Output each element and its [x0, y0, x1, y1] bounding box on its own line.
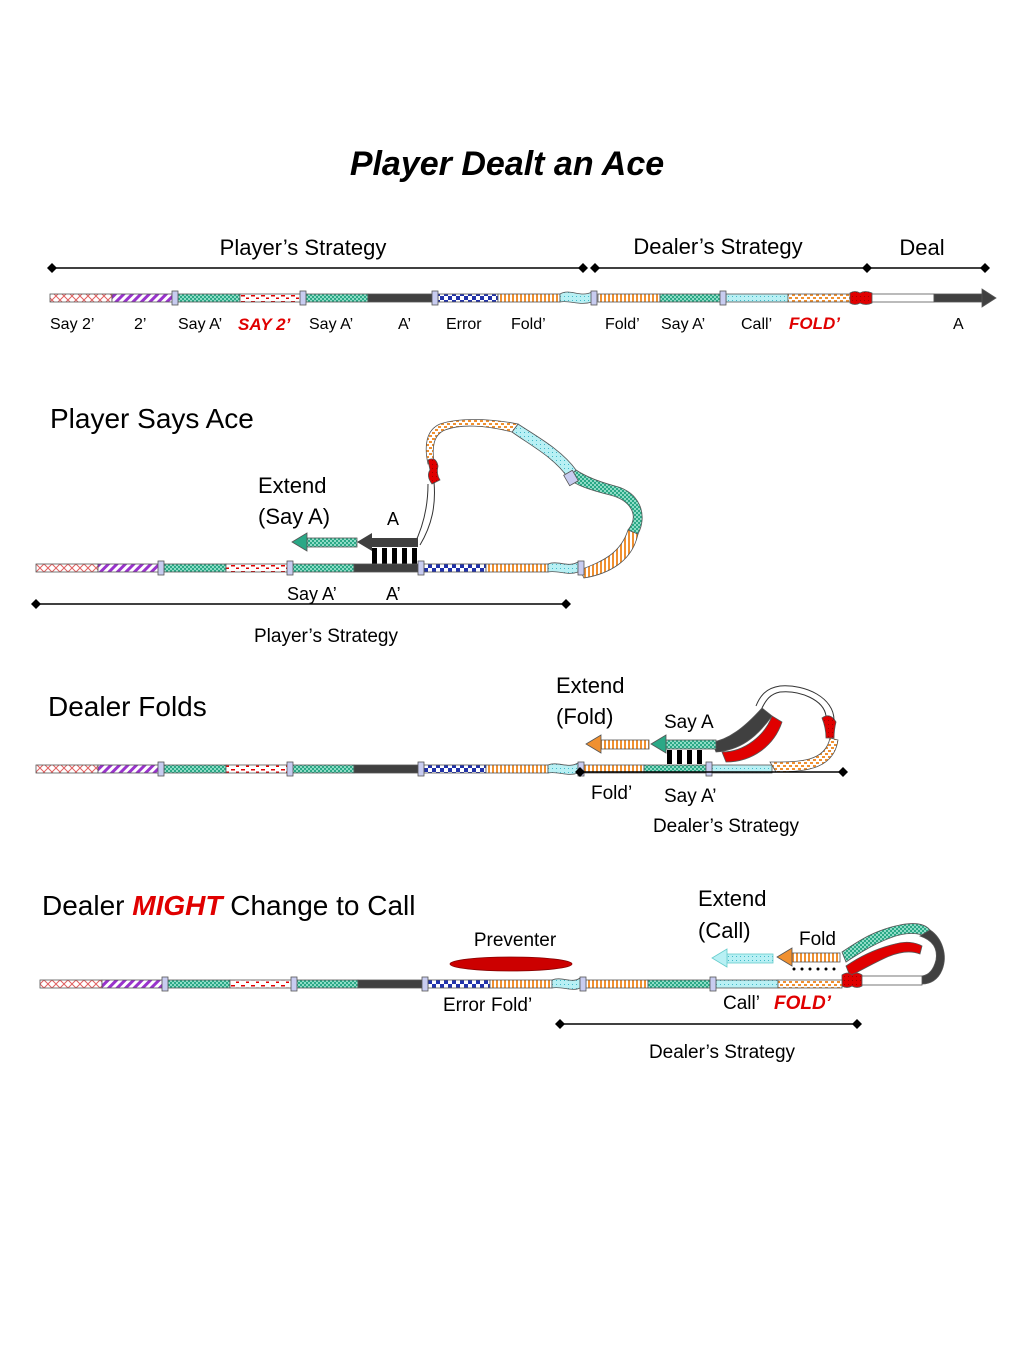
panel4-fold-top: Fold [799, 929, 836, 950]
arrow-head-icon [291, 532, 308, 552]
panel3-extend-2: (Fold) [556, 704, 613, 729]
bracket-dealer-strategy-3 [575, 767, 848, 777]
bracket-player-strategy: Player’s Strategy [47, 235, 588, 273]
dna-strand [49, 288, 997, 308]
dna-strand [35, 560, 585, 576]
panel2-strategy: Player’s Strategy [254, 626, 398, 647]
diamond-end-icon [47, 263, 57, 273]
panel4-heading-a: Dealer [42, 890, 132, 921]
arrow-head-icon [585, 734, 602, 754]
label-dealer-strategy: Dealer’s Strategy [633, 234, 802, 259]
dna-strand [35, 761, 773, 777]
dna-strand [39, 976, 843, 992]
label-fold-red: FOLD’ [789, 314, 840, 333]
panel4-strategy: Dealer’s Strategy [649, 1042, 796, 1063]
arrow-head-icon [981, 288, 997, 308]
panel-dealer-folds: Dealer Folds Extend (Fold) Say A [35, 673, 848, 837]
hairpin-loop [413, 419, 643, 579]
panel4-preventer: Preventer [474, 930, 557, 951]
diamond-end-icon [561, 599, 571, 609]
label-saya-2: Say A’ [309, 316, 353, 333]
panel3-strategy: Dealer’s Strategy [653, 816, 800, 837]
panel4-call: Call’ [723, 993, 760, 1014]
label-say2: Say 2’ [50, 316, 94, 333]
diamond-end-icon [838, 767, 848, 777]
label-2: 2’ [134, 316, 146, 333]
bracket-dealer-strategy: Dealer’s Strategy [590, 234, 872, 273]
panel3-saya: Say A’ [664, 786, 716, 807]
panel4-fold-red: FOLD’ [774, 993, 832, 1014]
label-error: Error [446, 316, 482, 333]
panel2-extend-2: (Say A) [258, 504, 330, 529]
label-say2-red: SAY 2’ [238, 315, 291, 334]
label-saya-3: Say A’ [661, 316, 705, 333]
extend-arrow-fold [585, 734, 717, 764]
bracket-deal: Deal [870, 235, 990, 273]
panel2-heading: Player Says Ace [50, 403, 254, 434]
panel4-error: Error [443, 995, 486, 1016]
preventer-molecule [449, 956, 573, 972]
label-fold-1: Fold’ [511, 316, 546, 333]
label-player-strategy: Player’s Strategy [220, 235, 387, 260]
panel4-heading-b: MIGHT [132, 890, 225, 921]
label-a: A [953, 316, 964, 333]
panel4-extend-1: Extend [698, 886, 767, 911]
label-aprime: A’ [398, 316, 411, 333]
panel4-fold: Fold’ [491, 995, 532, 1016]
panel2-aprime: A’ [386, 584, 401, 604]
bracket-dealer-strategy-4 [555, 1019, 862, 1029]
extend-arrow-saya [291, 532, 418, 564]
panel3-fold: Fold’ [591, 783, 632, 804]
panel2-extend-1: Extend [258, 473, 327, 498]
diamond-end-icon [575, 767, 585, 777]
panel-player-dealt: Player’s Strategy Dealer’s Strategy Deal [47, 234, 997, 334]
arrow-head-icon [357, 533, 372, 551]
panel-dealer-might-call: Dealer MIGHT Change to Call Extend (Call… [39, 886, 945, 1063]
label-saya-1: Say A’ [178, 316, 222, 333]
arrow-head-icon [711, 948, 728, 968]
panel4-extend-2: (Call) [698, 918, 751, 943]
page-title: Player Dealt an Ace [350, 145, 664, 183]
panel3-heading: Dealer Folds [48, 691, 207, 722]
diamond-end-icon [578, 263, 588, 273]
extend-arrow-call [711, 947, 841, 971]
bracket-player-strategy-2 [31, 599, 571, 609]
diamond-end-icon [862, 263, 872, 273]
panel4-heading: Dealer MIGHT Change to Call [42, 890, 416, 921]
arrow-head-icon [776, 947, 793, 967]
arrow-head-icon [650, 734, 667, 754]
panel2-saya: Say A’ [287, 584, 337, 604]
hairpin-loop [841, 923, 945, 988]
diamond-end-icon [852, 1019, 862, 1029]
label-deal: Deal [899, 235, 944, 260]
diamond-end-icon [980, 263, 990, 273]
diamond-end-icon [31, 599, 41, 609]
panel4-heading-c: Change to Call [222, 890, 415, 921]
panel-player-says-ace: Player Says Ace Exten [31, 403, 643, 647]
label-call: Call’ [741, 316, 772, 333]
panel2-a-label: A [387, 509, 399, 529]
diamond-end-icon [590, 263, 600, 273]
panel3-extend-1: Extend [556, 673, 625, 698]
panel3-saya-top: Say A [664, 712, 714, 733]
label-fold-2: Fold’ [605, 316, 640, 333]
diamond-end-icon [555, 1019, 565, 1029]
hairpin-loop [711, 685, 839, 773]
